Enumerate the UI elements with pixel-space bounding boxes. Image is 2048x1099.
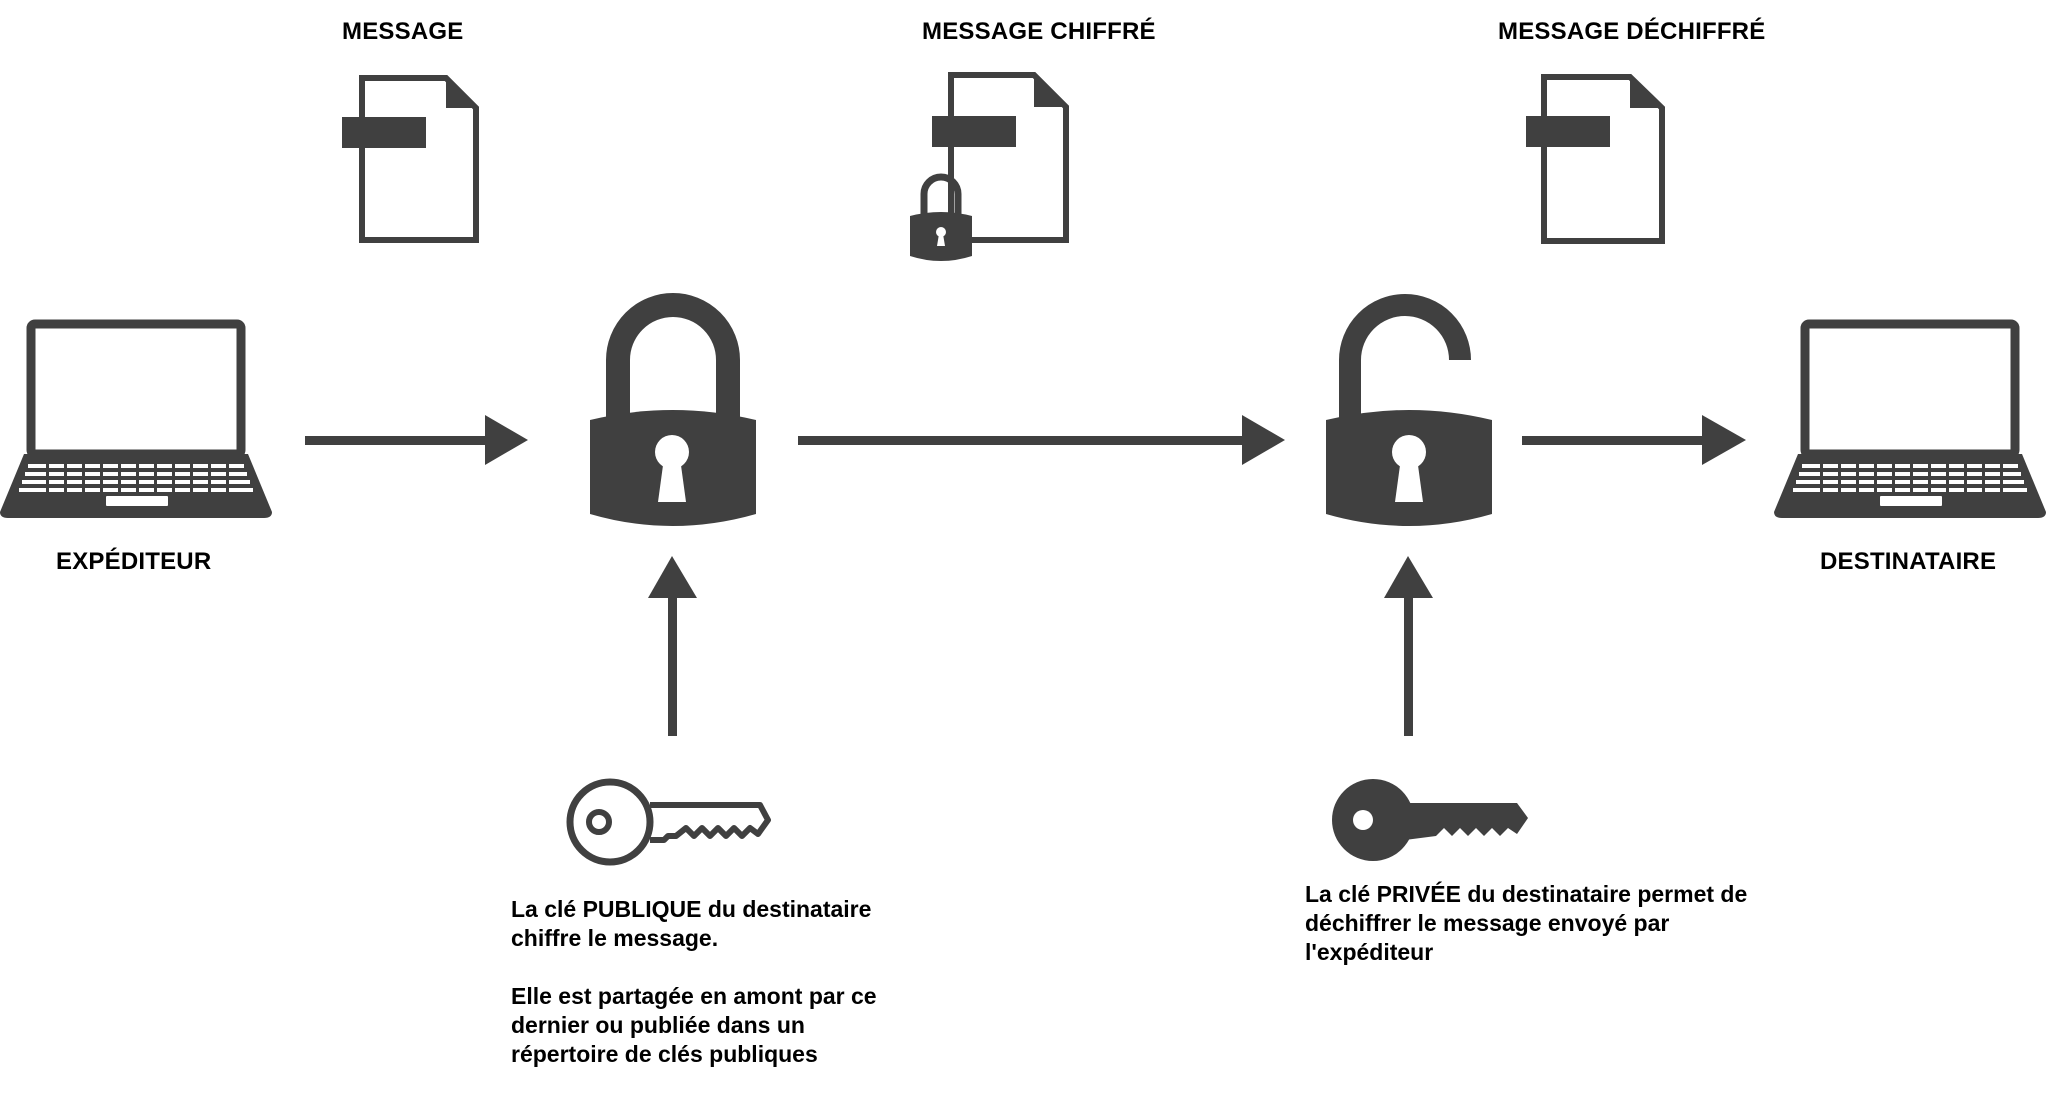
arrow-lock-to-unlock: [798, 415, 1285, 465]
closed-padlock-icon: [590, 293, 756, 526]
recipient-laptop-icon: [1774, 319, 2046, 518]
encrypted-message-document-icon: [910, 72, 1069, 261]
arrow-private-key-to-unlock: [1384, 556, 1433, 736]
recipient-label: DESTINATAIRE: [1820, 548, 1997, 575]
arrow-sender-to-lock: [305, 415, 528, 465]
sender-laptop-icon: [0, 319, 272, 518]
sender-label: EXPÉDITEUR: [56, 548, 212, 575]
message-document-icon: [342, 75, 479, 243]
public-key-sharing-note: Elle est partagée en amont par ce dernie…: [511, 983, 877, 1067]
open-padlock-icon: [1326, 294, 1492, 526]
public-key-description: La clé PUBLIQUE du destinataire chiffre …: [511, 896, 872, 951]
decrypted-message-document-icon: [1526, 74, 1665, 244]
message-label: MESSAGE: [342, 18, 464, 45]
arrow-unlock-to-recipient: [1522, 415, 1746, 465]
private-key-description: La clé PRIVÉE du destinataire permet de …: [1305, 881, 1748, 965]
public-key-outline-key-icon: [566, 778, 771, 866]
private-key-solid-key-icon: [1332, 779, 1528, 861]
encrypted-message-label: MESSAGE CHIFFRÉ: [922, 18, 1156, 45]
arrow-public-key-to-lock: [648, 556, 697, 736]
decrypted-message-label: MESSAGE DÉCHIFFRÉ: [1498, 18, 1766, 45]
